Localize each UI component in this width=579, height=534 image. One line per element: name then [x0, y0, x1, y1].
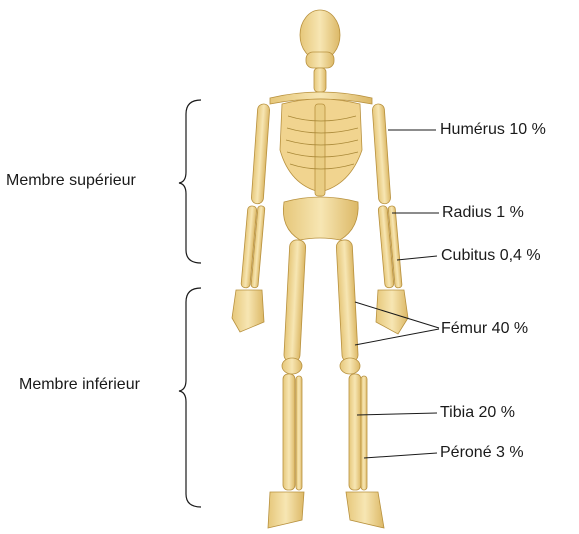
perone-left [296, 376, 302, 490]
knee-right [340, 358, 360, 374]
perone-right [361, 376, 367, 490]
brace-lower [179, 288, 201, 507]
spine [315, 104, 325, 196]
hand-right [376, 290, 408, 334]
label-humerus: Humérus 10 % [440, 121, 546, 139]
label-femur: Fémur 40 % [441, 320, 528, 338]
label-radius: Radius 1 % [442, 204, 524, 222]
femur-left [284, 240, 306, 363]
label-perone: Péroné 3 % [440, 444, 524, 462]
foot-right [346, 492, 384, 528]
leader-perone [364, 453, 437, 458]
label-tibia: Tibia 20 % [440, 404, 515, 422]
brace-upper [179, 100, 201, 263]
tibia-left [283, 374, 295, 490]
knee-left [282, 358, 302, 374]
leader-cubitus [397, 256, 437, 260]
pelvis [283, 197, 358, 240]
label-cubitus: Cubitus 0,4 % [441, 247, 541, 265]
label-membre-inferieur: Membre inférieur [19, 376, 140, 394]
humerus-right [372, 104, 391, 205]
femur-right [336, 240, 358, 363]
tibia-right [349, 374, 361, 490]
cervical-spine [314, 68, 326, 92]
jaw [306, 52, 334, 68]
leader-tibia [357, 413, 437, 415]
humerus-left [251, 104, 270, 205]
foot-left [268, 492, 304, 528]
hand-left [232, 290, 264, 332]
label-membre-superieur: Membre supérieur [6, 172, 136, 190]
